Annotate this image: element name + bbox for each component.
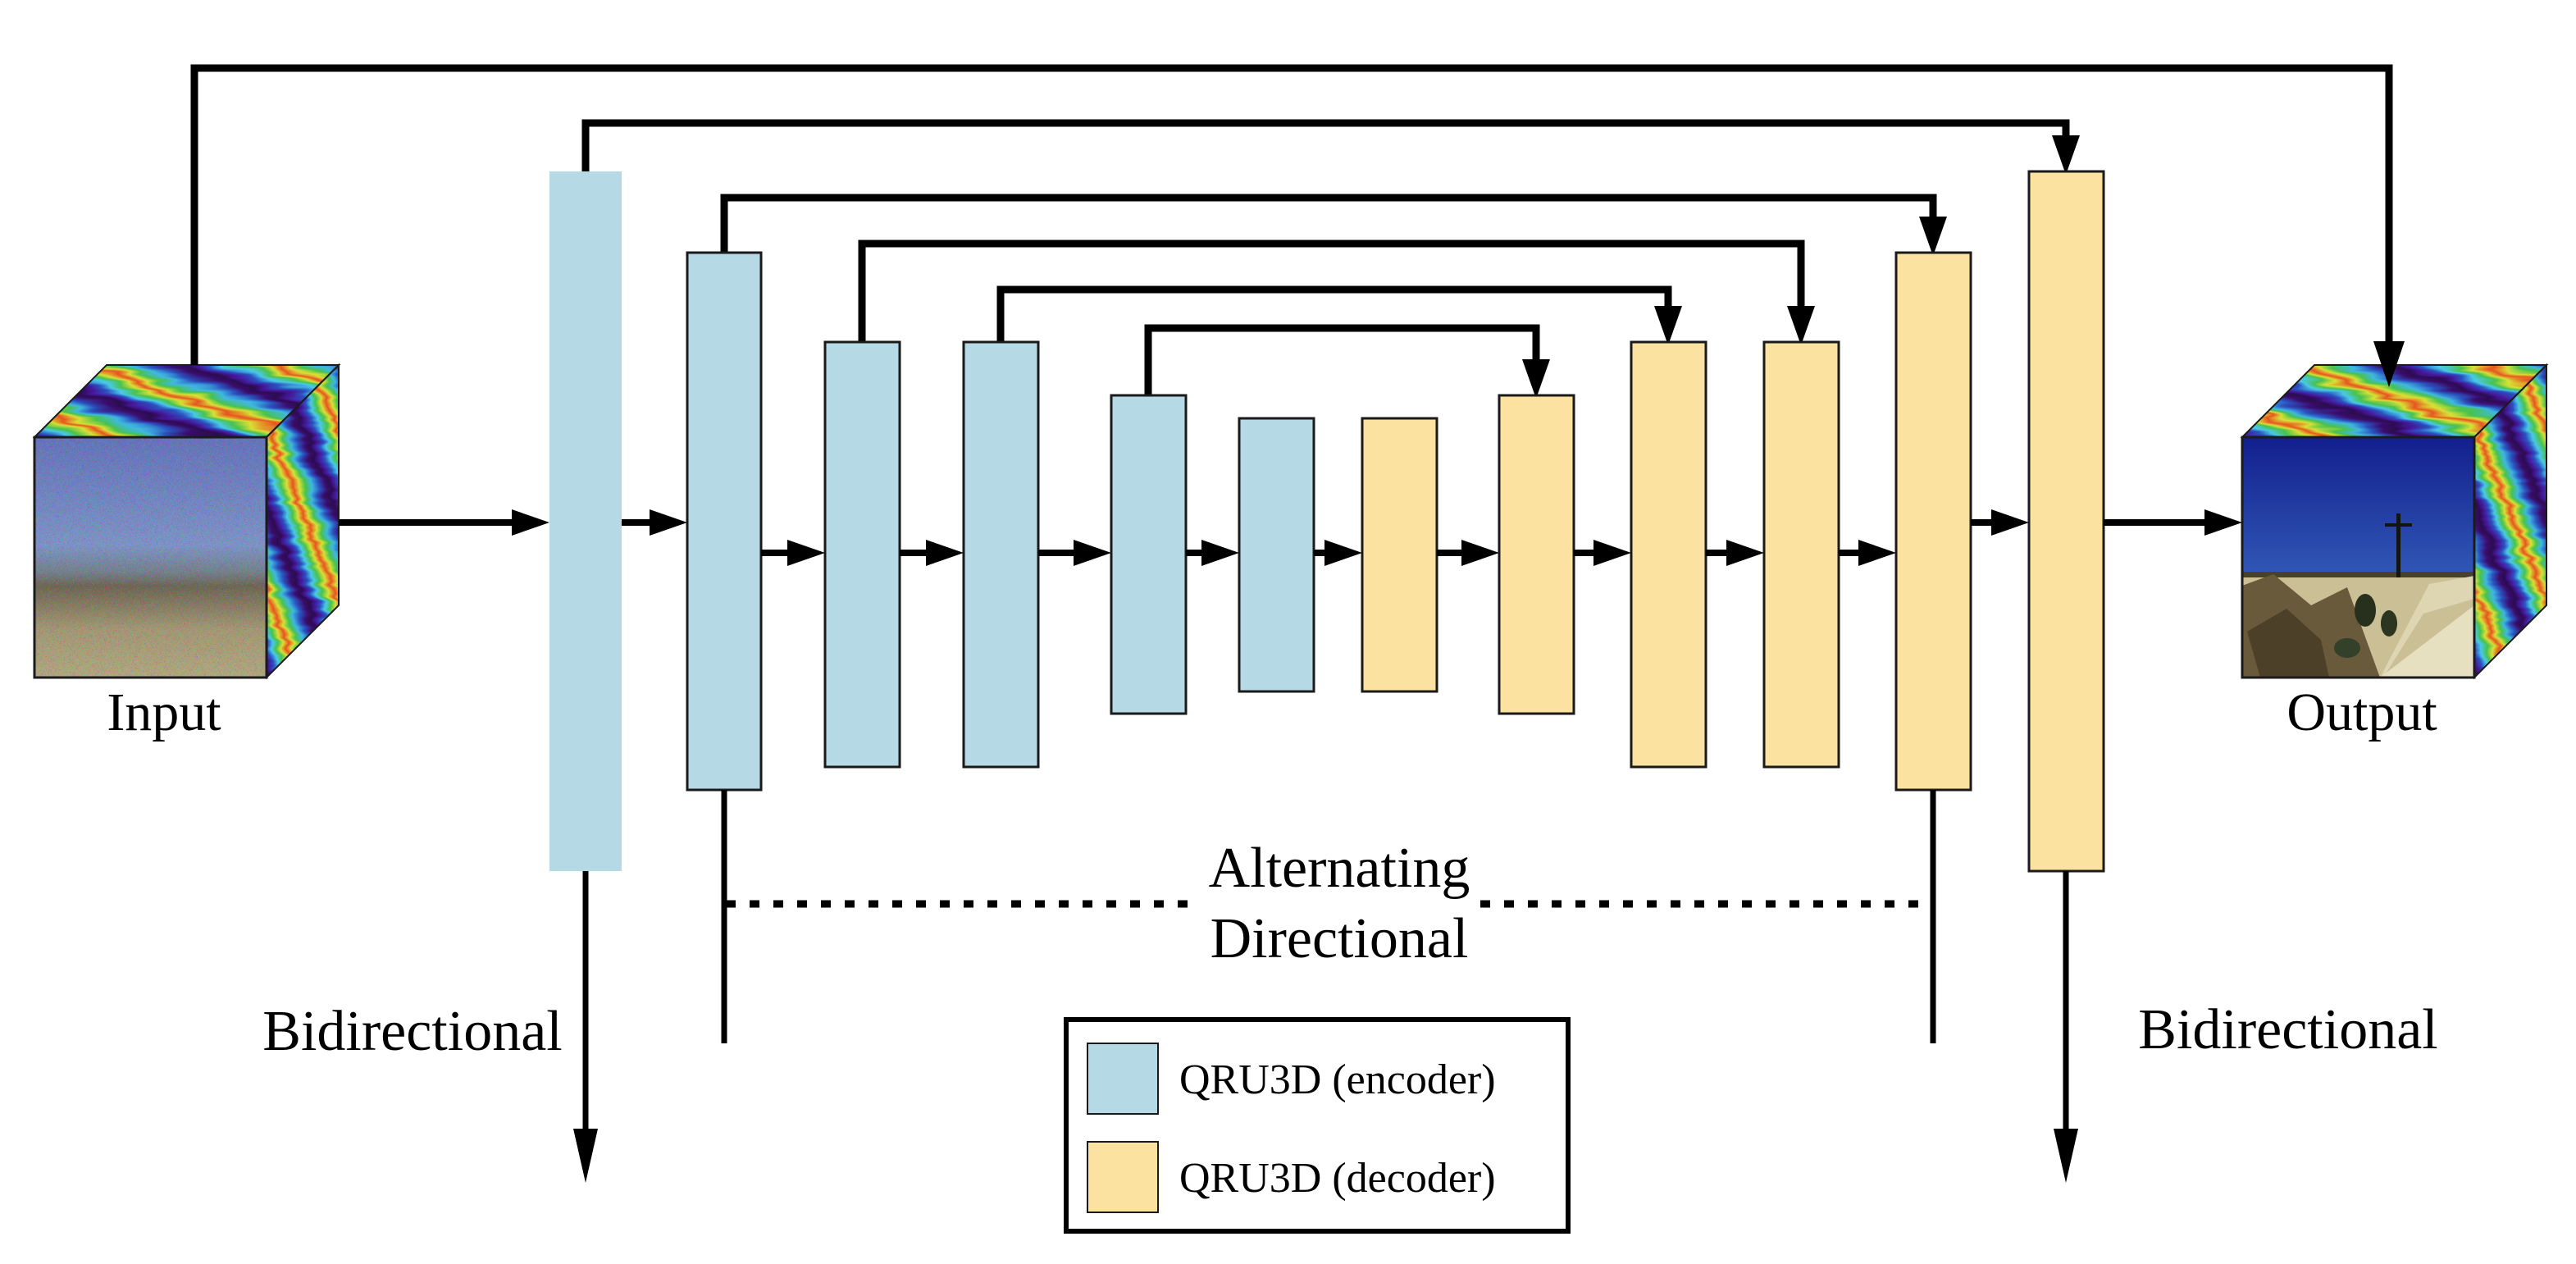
legend: QRU3D (encoder) QRU3D (decoder) — [1064, 1017, 1571, 1234]
decoder-bar — [1498, 394, 1575, 715]
skip-connection — [858, 240, 1805, 345]
skip-connection-arrow-head — [1654, 306, 1682, 345]
flow-arrow-head — [512, 509, 549, 536]
flow-arrow-head — [1201, 540, 1239, 566]
skip-connection-arrow-head — [1522, 359, 1550, 399]
flow-arrow-head — [1461, 540, 1499, 566]
flow-arrow-head — [926, 540, 964, 566]
skip-connection-arrow-head — [1787, 306, 1815, 345]
decoder-bar — [1630, 340, 1707, 769]
encoder-bar — [1238, 417, 1315, 693]
flow-arrow-head — [650, 509, 687, 536]
skip-connection — [720, 194, 1937, 256]
output-label: Output — [2286, 682, 2437, 742]
bidirectional-left-label: Bidirectional — [262, 1000, 562, 1063]
bidirectional-right-label: Bidirectional — [2138, 998, 2437, 1061]
decoder-bar — [2027, 170, 2105, 873]
decoder-bar — [1762, 340, 1840, 769]
skip-connection — [996, 285, 1672, 345]
skip-connection-arrow-head — [1919, 217, 1947, 256]
input-output-skip-arrow-head — [2373, 341, 2405, 387]
flow-arrow-head — [1858, 540, 1896, 566]
legend-label-decoder: QRU3D (decoder) — [1179, 1155, 1496, 1202]
bidirectional-down-arrow-head — [2054, 1129, 2078, 1183]
encoder-bar — [686, 251, 763, 792]
skip-connection-arrow-head — [2052, 135, 2080, 175]
flow-arrow-head — [2204, 509, 2242, 536]
input-cube — [32, 363, 341, 680]
legend-label-encoder: QRU3D (encoder) — [1179, 1056, 1496, 1103]
flow-arrow-head — [1074, 540, 1111, 566]
encoder-bar — [549, 171, 622, 871]
input-cube-front-face — [33, 436, 268, 679]
flow-arrow-head — [1593, 540, 1631, 566]
flow-arrow-head — [1324, 540, 1362, 566]
legend-swatch-encoder — [1087, 1043, 1159, 1115]
skip-connection — [1144, 324, 1540, 399]
encoder-bar — [1110, 394, 1188, 715]
decoder-bar — [1894, 251, 1972, 792]
encoder-bar — [823, 340, 901, 769]
flow-arrow-head — [1991, 509, 2029, 536]
flow-arrow-head — [1726, 540, 1764, 566]
output-cube-front-face — [2242, 437, 2474, 678]
bidirectional-down-arrow-head — [573, 1129, 598, 1183]
alternating-label-line1: Alternating — [1209, 837, 1470, 900]
output-cube — [2240, 363, 2549, 680]
flow-arrow-head — [787, 540, 825, 566]
skip-connection — [581, 119, 2070, 175]
encoder-bar — [962, 340, 1040, 769]
input-output-skip-connection — [190, 64, 2393, 365]
legend-swatch-decoder — [1087, 1141, 1159, 1213]
decoder-bar — [1361, 417, 1438, 693]
input-label: Input — [107, 682, 221, 742]
alternating-label-line2: Directional — [1210, 907, 1469, 970]
